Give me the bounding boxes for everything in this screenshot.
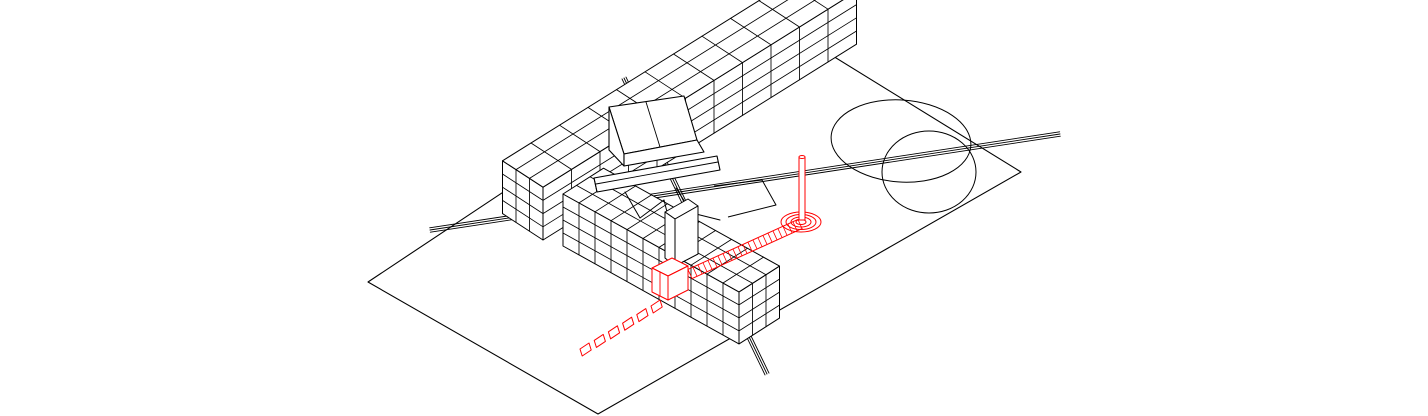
long-block-left-gridline [502, 186, 544, 215]
red-ladder-rung [692, 266, 698, 277]
pavilion-roof-front [623, 139, 705, 167]
red-ladder-rung [722, 253, 728, 264]
long-block-top-gridline [530, 142, 572, 170]
long-block-top-gridline [730, 17, 772, 46]
ground-square-outline [713, 179, 777, 218]
long-block-top-gridline [515, 0, 789, 171]
red-ladder-rung [697, 264, 703, 275]
red-path-square [622, 316, 635, 331]
front-block-front-gridline [562, 206, 740, 306]
red-ladder-rung [742, 244, 748, 254]
court-circles [713, 99, 977, 218]
red-path-square [650, 299, 663, 314]
pavilion-ridge [645, 101, 661, 148]
red-ladder-rung [707, 259, 713, 270]
long-block-left-gridline [502, 173, 544, 201]
red-ladder-rung [752, 239, 758, 250]
red-ladder-rung [732, 248, 738, 259]
tower-right [674, 205, 699, 267]
long-block-front-gridline [542, 4, 857, 201]
red-path-square [636, 308, 649, 323]
tower-left [664, 211, 676, 267]
pavilion-beam-edge [595, 161, 719, 185]
front-block-right-gridline [738, 278, 780, 306]
pavilion-leg [639, 199, 665, 219]
red-box-right [667, 265, 689, 301]
pavilion-leg [624, 191, 641, 219]
pavilion-beam-end [593, 177, 598, 193]
front-block-top-gridline [690, 238, 732, 266]
red-pole-cap [798, 155, 806, 159]
front-block-top-gridline [610, 194, 652, 222]
roof-pavilion [593, 95, 721, 221]
front-block-front-gridline [562, 219, 740, 319]
red-path-installation [579, 155, 822, 357]
red-ladder-rung [777, 228, 783, 239]
red-ladder-rung [717, 255, 723, 266]
court-ellipse-upper [830, 99, 972, 183]
long-block-top-gridline [529, 0, 816, 179]
long-block-top-gridline [813, 0, 829, 10]
front-block-front-face [562, 193, 740, 345]
front-block-front-gridline [562, 232, 740, 332]
front-block-top-gridline [722, 256, 764, 284]
red-path-square [593, 333, 606, 348]
long-block-top-gridline [701, 35, 743, 64]
long-block-left-gridline [502, 199, 544, 228]
front-block-right-gridline [738, 291, 780, 319]
red-ladder-rung [787, 223, 793, 234]
red-ladder-rung [747, 241, 753, 252]
red-ladder-rung [737, 246, 743, 257]
red-ladder-rung [782, 225, 788, 236]
red-ladder-rung [767, 232, 773, 243]
red-ladder-rung [702, 262, 708, 273]
red-ladder-rung [757, 237, 763, 248]
long-block-top-gridline [758, 0, 800, 28]
red-ladder-rung [772, 230, 778, 241]
red-ladder-rung [687, 269, 693, 279]
court-ellipse-lower [881, 130, 977, 214]
small-tower [664, 198, 699, 267]
front-block-top-gridline [626, 203, 668, 231]
long-block-top-gridline [559, 124, 601, 153]
long-block-top-gridline [673, 53, 715, 81]
red-ladder-rung [712, 257, 718, 268]
red-ladder-rung [762, 234, 768, 245]
pavilion-leg [663, 199, 668, 213]
red-pole [798, 156, 806, 221]
long-block-top-gridline [644, 71, 686, 99]
red-path-square [579, 342, 592, 357]
front-block-top-gridline [594, 185, 636, 213]
red-ladder-rung [727, 250, 733, 261]
front-block-right-gridline [738, 304, 780, 332]
red-path-square [607, 325, 621, 340]
